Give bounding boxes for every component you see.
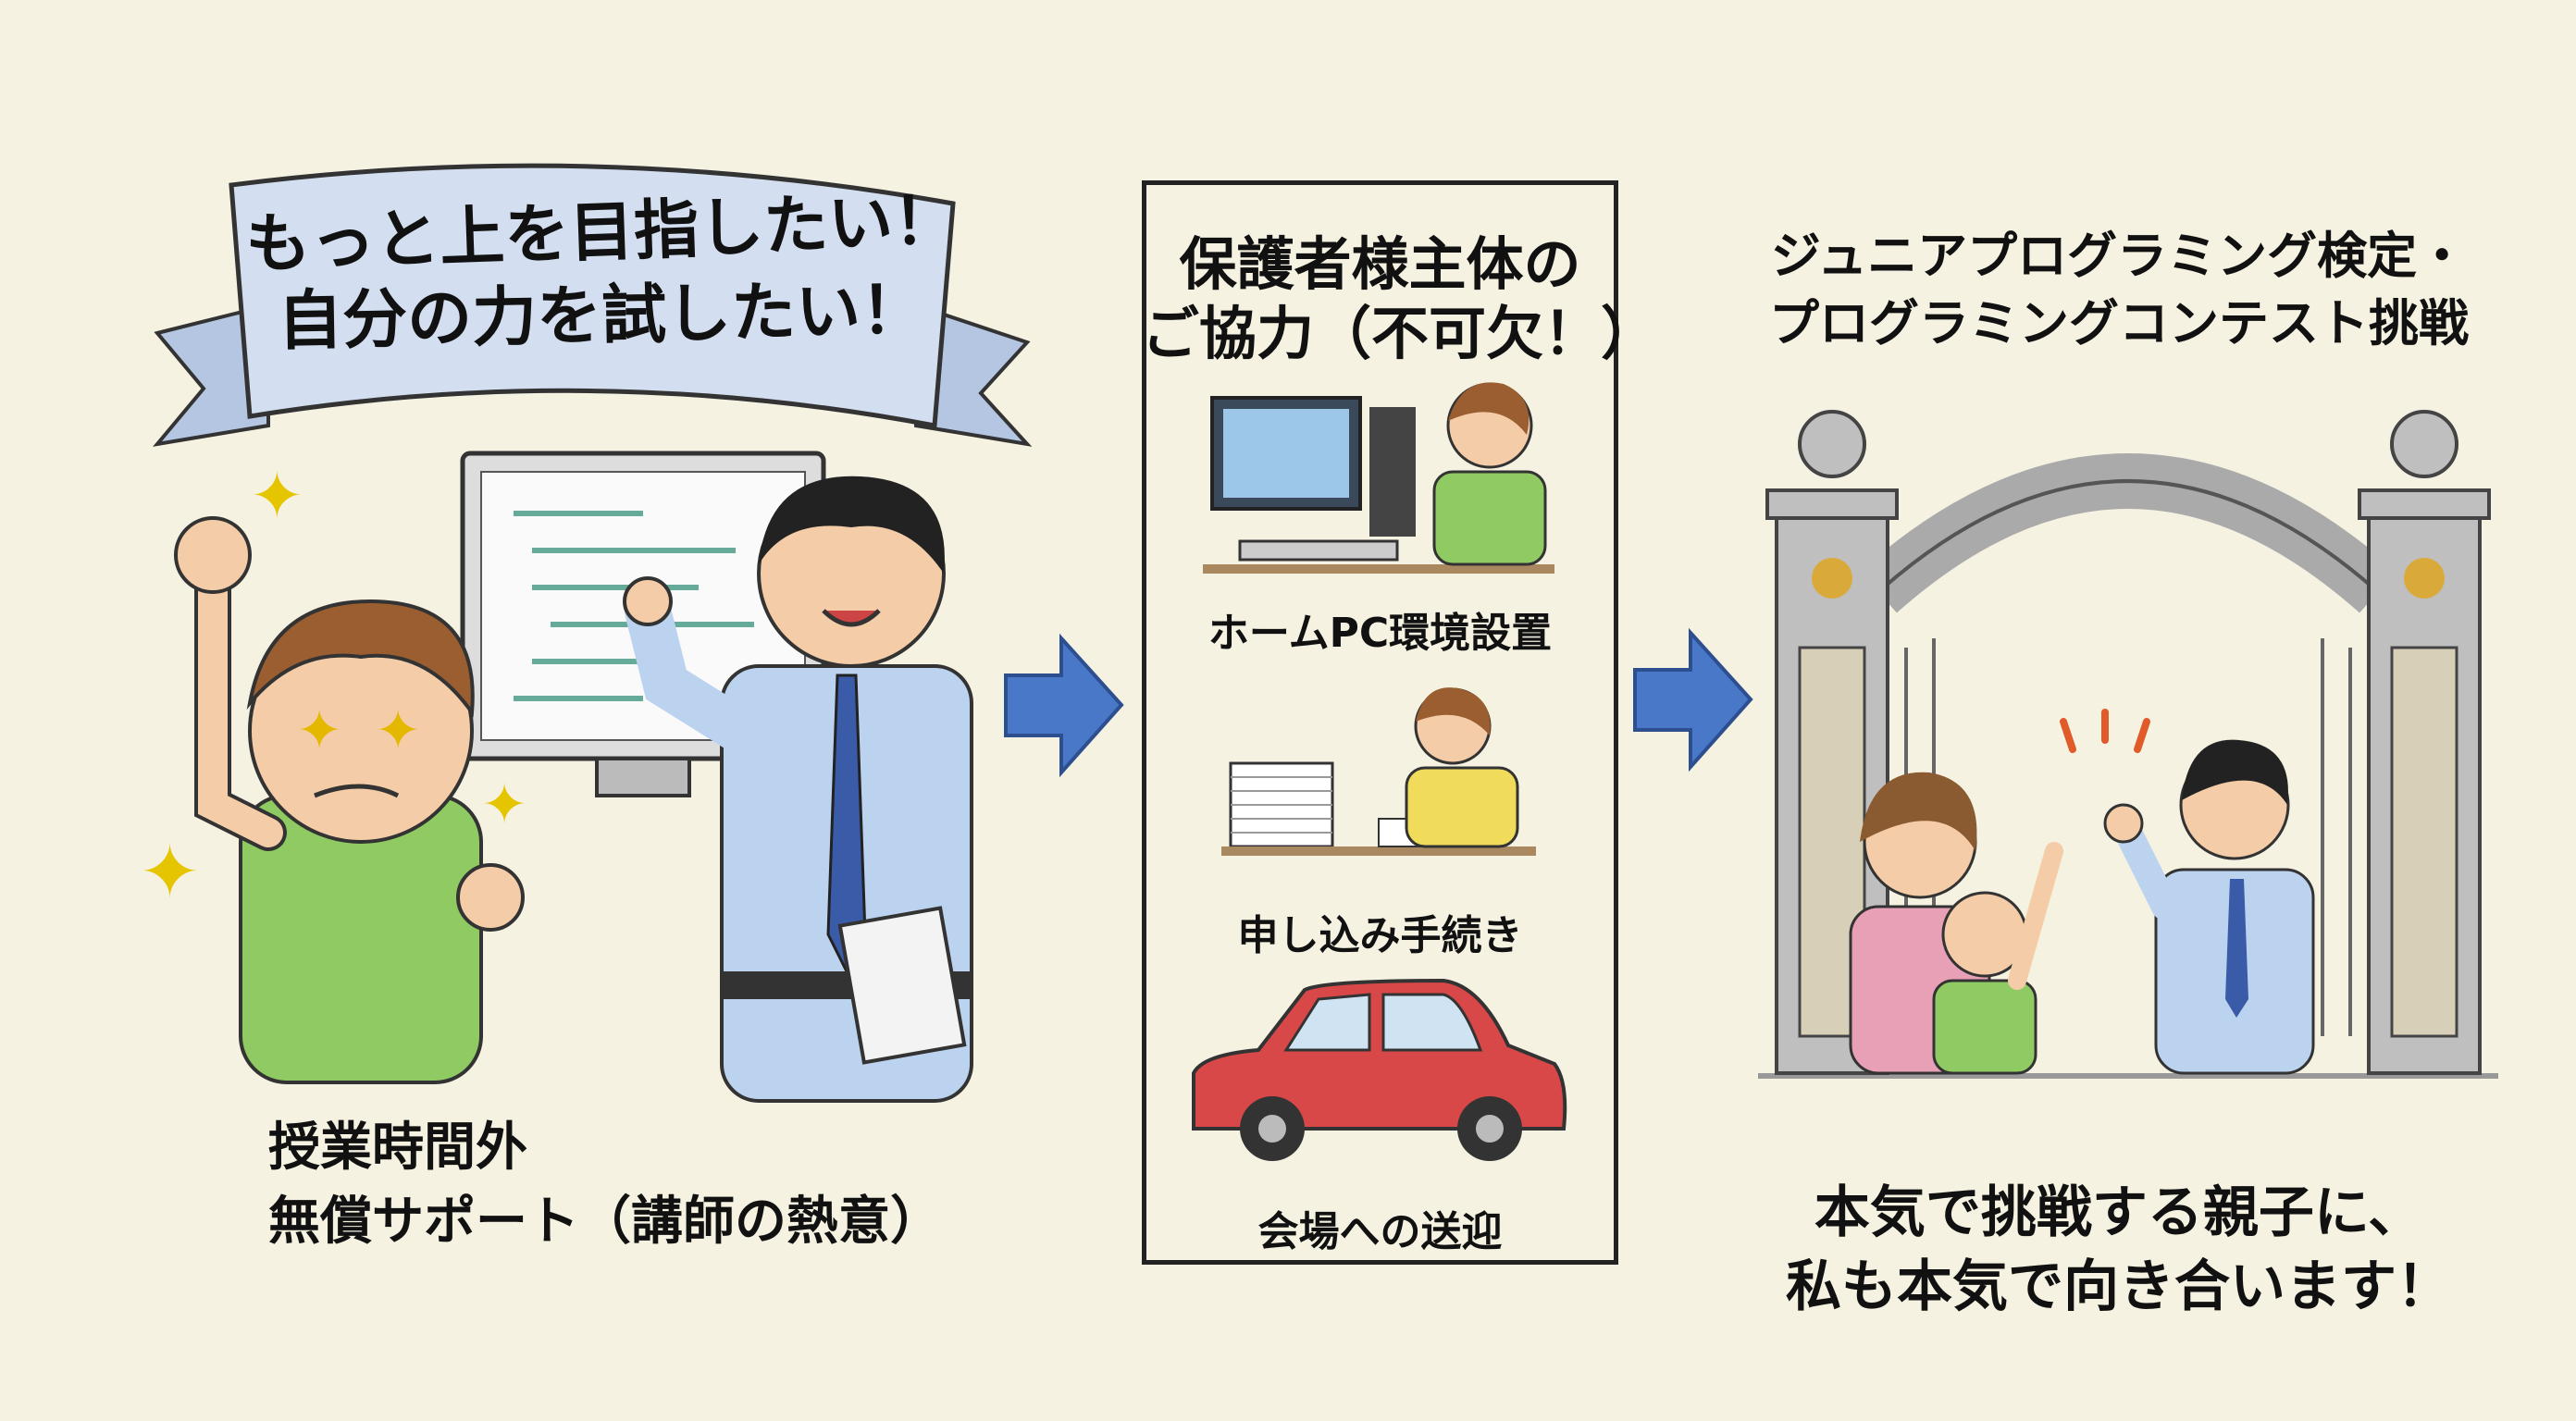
svg-text:✦: ✦ <box>250 458 304 534</box>
parent-cooperation-box <box>1142 180 1618 1265</box>
ribbon-banner <box>153 163 1033 447</box>
right-caption-line1: 本気で挑戦する親子に、 <box>1814 1180 2424 1245</box>
right-caption-line2: 私も本気で向き合います！ <box>1786 1254 2452 1319</box>
left-caption-line2: 無償サポート（講師の熱意） <box>268 1192 942 1252</box>
banner-line2: 自分の力を試したい！ <box>277 271 926 360</box>
student-boy-illustration: ✦✦ <box>174 516 525 1084</box>
right-title-line1: ジュニアプログラミング検定・ <box>1770 227 2468 285</box>
item-label-car: 会場への送迎 <box>1257 1208 1503 1255</box>
home-pc-icon <box>1203 382 1554 574</box>
item-label-paperwork: 申し込み手続き <box>1237 912 1523 959</box>
car-icon <box>1192 978 1567 1161</box>
svg-text:✦: ✦ <box>139 829 201 915</box>
left-caption-line1: 授業時間外 <box>268 1118 527 1178</box>
sparkle-icons: ✦ ✦ ✦ <box>139 458 527 915</box>
paperwork-icon <box>1221 687 1536 856</box>
arrow-right-icon <box>1633 627 1753 772</box>
svg-text:✦: ✦ <box>375 698 421 763</box>
middle-title-line2: ご協力（不可欠！） <box>1142 300 1659 367</box>
svg-text:✦: ✦ <box>481 772 527 837</box>
gate-illustration <box>1758 410 2498 1079</box>
middle-title-line1: 保護者様主体の <box>1179 230 1581 298</box>
svg-text:✦: ✦ <box>296 698 342 763</box>
item-label-home-pc: ホームPC環境設置 <box>1208 610 1553 657</box>
arrow-right-icon <box>1004 633 1124 778</box>
right-title-line2: プログラミングコンテスト挑戦 <box>1769 294 2469 352</box>
teacher-illustration <box>623 476 973 1103</box>
